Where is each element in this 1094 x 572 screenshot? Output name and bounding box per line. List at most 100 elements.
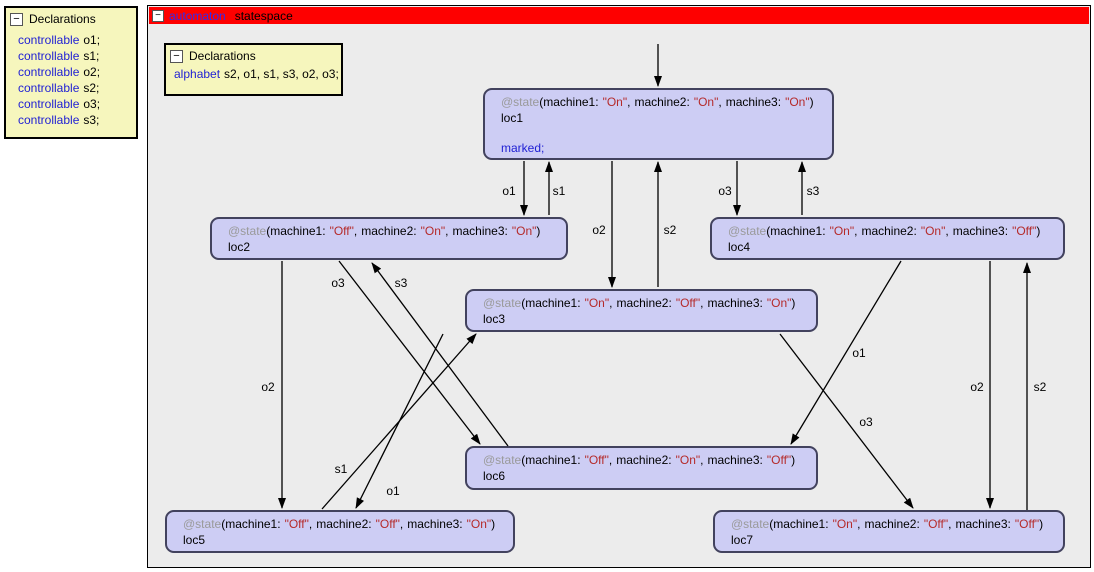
state-loc6: @state(machine1:"Off",machine2:"On",mach… — [465, 446, 818, 490]
machine3-value: "On" — [511, 224, 537, 238]
machine1-value: "On" — [602, 95, 628, 109]
state-annotation: @state(machine1:"Off",machine2:"On",mach… — [228, 223, 562, 239]
declaration-name: o3; — [83, 97, 101, 111]
comma: , — [609, 296, 613, 310]
state-name: loc2 — [228, 240, 251, 254]
state-loc5: @state(machine1:"Off",machine2:"Off",mac… — [165, 510, 515, 553]
machine1-label: machine1: — [270, 224, 326, 238]
keyword: alphabet — [174, 67, 221, 81]
machine2-label: machine2: — [864, 517, 920, 531]
machine2-label: machine2: — [361, 224, 417, 238]
comma: , — [353, 224, 358, 238]
declaration-name: s2; — [83, 81, 100, 95]
collapse-icon[interactable]: − — [152, 9, 164, 22]
paren: ) — [536, 224, 541, 238]
paren: ( — [266, 224, 271, 238]
machine3-label: machine3: — [707, 453, 763, 467]
state-annotation: @state(machine1:"On",machine2:"On",machi… — [728, 223, 1059, 239]
state-loc1: @state(machine1:"On",machine2:"On",machi… — [483, 88, 834, 160]
declarations-header: − Declarations — [6, 8, 136, 28]
machine1-value: "On" — [832, 517, 858, 531]
machine2-label: machine2: — [634, 95, 690, 109]
machine1-value: "Off" — [329, 224, 354, 238]
state-name: loc4 — [728, 240, 751, 254]
machine3-label: machine3: — [952, 224, 1009, 238]
state-name: loc7 — [731, 533, 754, 547]
machine3-value: "On" — [785, 95, 810, 109]
paren: ) — [791, 453, 796, 467]
state-name: loc1 — [501, 111, 524, 125]
state-name: loc5 — [183, 533, 206, 547]
machine1-value: "On" — [829, 224, 855, 238]
alphabet-events: s2, o1, s1, s3, o2, o3; — [224, 67, 339, 81]
comma: , — [399, 517, 404, 531]
declaration-name: o1; — [83, 33, 101, 47]
statespace-header: − automaton statespace — [149, 7, 1089, 24]
comma: , — [718, 95, 722, 109]
state-annotation: @state(machine1:"On",machine2:"Off",mach… — [731, 516, 1059, 532]
machine2-value: "On" — [920, 224, 946, 238]
at-state-annotation: @state — [728, 224, 767, 238]
state-loc2: @state(machine1:"Off",machine2:"On",mach… — [210, 217, 568, 260]
paren: ( — [539, 95, 544, 109]
keyword: controllable — [18, 49, 80, 63]
machine1-label: machine1: — [543, 95, 599, 109]
machine2-value: "On" — [675, 453, 701, 467]
paren: ) — [1039, 517, 1044, 531]
keyword: controllable — [18, 65, 80, 79]
paren: ) — [1036, 224, 1041, 238]
comma: , — [608, 453, 613, 467]
machine3-label: machine3: — [452, 224, 508, 238]
declaration-name: s1; — [83, 49, 100, 63]
machine2-label: machine2: — [861, 224, 917, 238]
machine3-label: machine3: — [707, 296, 763, 310]
machine3-label: machine3: — [725, 95, 782, 109]
state-name: loc3 — [483, 312, 506, 326]
keyword: controllable — [18, 97, 80, 111]
state-annotation: @state(machine1:"Off",machine2:"Off",mac… — [183, 516, 509, 532]
declarations-title: Declarations — [189, 49, 256, 63]
declaration-name: s3; — [83, 113, 100, 127]
machine3-value: "Off" — [1014, 517, 1040, 531]
at-state-annotation: @state — [183, 517, 222, 531]
machine1-label: machine1: — [525, 453, 581, 467]
machine1-label: machine1: — [773, 517, 829, 531]
machine3-label: machine3: — [955, 517, 1011, 531]
machine2-value: "Off" — [675, 296, 701, 310]
comma: , — [945, 224, 949, 238]
paren: ) — [491, 517, 496, 531]
collapse-icon[interactable]: − — [170, 49, 183, 63]
at-state-annotation: @state — [483, 296, 522, 310]
state-annotation: @state(machine1:"Off",machine2:"On",mach… — [483, 452, 812, 468]
paren: ) — [809, 95, 814, 109]
state-name: loc6 — [483, 469, 506, 483]
machine2-value: "Off" — [923, 517, 949, 531]
machine2-value: "On" — [420, 224, 446, 238]
alphabet-declarations-header: − Declarations — [166, 45, 341, 65]
automaton-keyword: automaton — [169, 8, 226, 23]
state-annotation: @state(machine1:"On",machine2:"On",machi… — [501, 94, 828, 110]
machine3-value: "Off" — [1012, 224, 1037, 238]
machine2-label: machine2: — [316, 517, 372, 531]
at-state-annotation: @state — [228, 224, 267, 238]
machine1-label: machine1: — [770, 224, 826, 238]
declarations-title: Declarations — [29, 12, 96, 26]
keyword: controllable — [18, 81, 80, 95]
comma: , — [854, 224, 858, 238]
machine2-value: "On" — [693, 95, 719, 109]
collapse-icon[interactable]: − — [10, 12, 23, 26]
machine3-label: machine3: — [407, 517, 463, 531]
machine3-value: "Off" — [766, 453, 792, 467]
comma: , — [948, 517, 952, 531]
paren: ( — [521, 453, 526, 467]
comma: , — [700, 296, 704, 310]
machine3-value: "On" — [766, 296, 792, 310]
